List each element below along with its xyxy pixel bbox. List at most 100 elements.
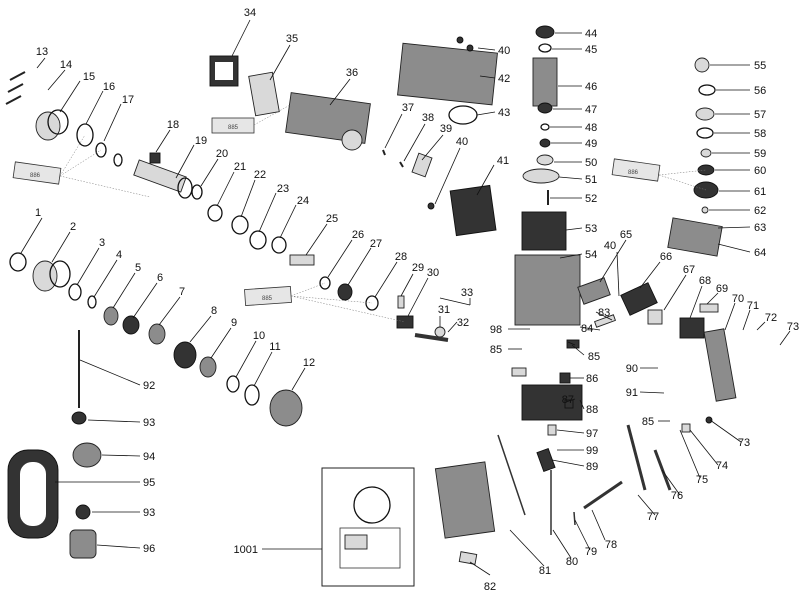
part-label-79: 79 [585, 546, 597, 558]
part-label-40-a: 40 [498, 45, 510, 57]
part-label-73-a: 73 [787, 321, 799, 333]
part-label-53: 53 [585, 223, 597, 235]
part-label-69: 69 [716, 283, 728, 295]
part-label-23: 23 [277, 183, 289, 195]
part-label-90: 90 [626, 363, 638, 375]
part-label-40-b: 40 [456, 136, 468, 148]
part-label-14: 14 [60, 59, 72, 71]
part-label-20: 20 [216, 148, 228, 160]
grease-label: 886 [628, 170, 639, 176]
part-label-39: 39 [440, 123, 452, 135]
part-label-10: 10 [253, 330, 265, 342]
grease-label: 885 [228, 125, 239, 131]
part-label-98: 98 [490, 324, 502, 336]
part-label-85-b: 85 [588, 351, 600, 363]
part-label-42: 42 [498, 73, 510, 85]
part-label-38: 38 [422, 112, 434, 124]
part-label-63: 63 [754, 222, 766, 234]
part-label-25: 25 [326, 213, 338, 225]
grease-label: 885 [262, 296, 273, 302]
part-label-19: 19 [195, 135, 207, 147]
part-label-52: 52 [585, 193, 597, 205]
part-label-59: 59 [754, 148, 766, 160]
part-label-74: 74 [716, 460, 728, 472]
part-label-71: 71 [747, 300, 759, 312]
part-label-66: 66 [660, 251, 672, 263]
part-label-44: 44 [585, 28, 597, 40]
part-label-26: 26 [352, 229, 364, 241]
part-label-17: 17 [122, 94, 134, 106]
grease-label: 886 [30, 173, 41, 179]
part-label-24: 24 [297, 195, 309, 207]
part-label-5: 5 [135, 262, 141, 274]
part-label-18: 18 [167, 119, 179, 131]
part-label-65: 65 [620, 229, 632, 241]
part-label-28: 28 [395, 251, 407, 263]
part-label-9: 9 [231, 317, 237, 329]
part-label-15: 15 [83, 71, 95, 83]
part-label-36: 36 [346, 67, 358, 79]
part-label-4: 4 [116, 249, 122, 261]
part-label-73-b: 73 [738, 437, 750, 449]
part-label-87: 87 [562, 394, 574, 406]
part-label-21: 21 [234, 161, 246, 173]
part-label-55: 55 [754, 60, 766, 72]
part-label-80: 80 [566, 556, 578, 568]
part-label-49: 49 [585, 138, 597, 150]
part-label-78: 78 [605, 539, 617, 551]
part-label-85-c: 85 [642, 416, 654, 428]
part-label-32: 32 [457, 317, 469, 329]
part-label-56: 56 [754, 85, 766, 97]
part-label-86: 86 [586, 373, 598, 385]
part-label-89: 89 [586, 461, 598, 473]
part-label-85-a: 85 [490, 344, 502, 356]
part-label-82: 82 [484, 581, 496, 593]
part-label-22: 22 [254, 169, 266, 181]
part-label-16: 16 [103, 81, 115, 93]
part-label-37: 37 [402, 102, 414, 114]
part-label-27: 27 [370, 238, 382, 250]
part-label-51: 51 [585, 174, 597, 186]
part-label-81: 81 [539, 565, 551, 577]
part-label-61: 61 [754, 186, 766, 198]
part-label-47: 47 [585, 104, 597, 116]
part-label-75: 75 [696, 474, 708, 486]
part-label-12: 12 [303, 357, 315, 369]
part-label-58: 58 [754, 128, 766, 140]
part-label-57: 57 [754, 109, 766, 121]
part-label-31: 31 [438, 304, 450, 316]
part-label-93-a: 93 [143, 417, 155, 429]
part-label-30: 30 [427, 267, 439, 279]
part-label-3: 3 [99, 237, 105, 249]
part-label-96: 96 [143, 543, 155, 555]
part-label-62: 62 [754, 205, 766, 217]
part-label-94: 94 [143, 451, 155, 463]
part-label-70: 70 [732, 293, 744, 305]
part-label-77: 77 [647, 511, 659, 523]
part-label-54: 54 [585, 249, 597, 261]
part-label-88: 88 [586, 404, 598, 416]
part-label-92: 92 [143, 380, 155, 392]
part-label-29: 29 [412, 262, 424, 274]
part-label-67: 67 [683, 264, 695, 276]
part-label-95: 95 [143, 477, 155, 489]
part-label-48: 48 [585, 122, 597, 134]
leader-lines [20, 19, 791, 576]
part-label-7: 7 [179, 286, 185, 298]
part-label-50: 50 [585, 157, 597, 169]
part-labels: 1 2 3 4 5 6 7 8 9 10 11 12 13 14 15 16 1… [35, 7, 799, 593]
part-label-45: 45 [585, 44, 597, 56]
part-label-64: 64 [754, 247, 766, 259]
part-label-6: 6 [157, 272, 163, 284]
part-label-76: 76 [671, 490, 683, 502]
part-label-2: 2 [70, 221, 76, 233]
part-label-68: 68 [699, 275, 711, 287]
part-label-97: 97 [586, 428, 598, 440]
part-label-93-b: 93 [143, 507, 155, 519]
part-label-84: 84 [581, 323, 593, 335]
part-label-43: 43 [498, 107, 510, 119]
part-label-83: 83 [598, 307, 610, 319]
part-label-91: 91 [626, 387, 638, 399]
part-label-40-c: 40 [604, 240, 616, 252]
